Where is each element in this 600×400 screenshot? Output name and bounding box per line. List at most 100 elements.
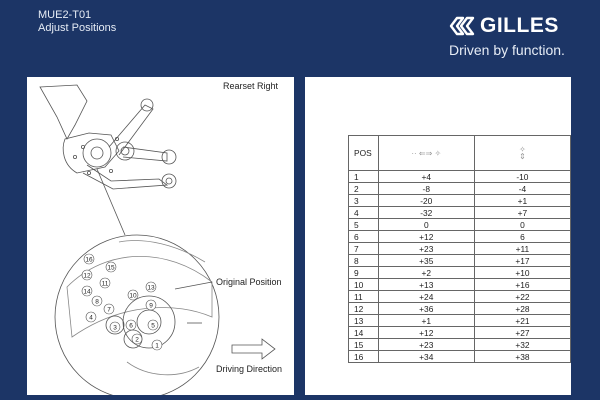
horizontal-cell: +23 (377, 338, 475, 351)
gilles-chevron-logo-icon (449, 16, 475, 36)
horizontal-cell: -20 (377, 194, 475, 207)
table-row: 11+24+22 (348, 290, 572, 303)
table-row: 1+4-10 (348, 170, 572, 183)
pos-cell: 4 (348, 206, 379, 219)
table-row: 4-32+7 (348, 206, 572, 219)
position-number: 14 (83, 289, 91, 296)
table-row: 9+2+10 (348, 266, 572, 279)
table-row: 15+23+32 (348, 338, 572, 351)
table-row: 13+1+21 (348, 314, 572, 327)
position-number: 10 (129, 293, 137, 300)
pos-cell: 5 (348, 218, 379, 231)
vertical-cell: +32 (473, 338, 572, 351)
table-row: 12+36+28 (348, 302, 572, 315)
header-text: MUE2-T01 Adjust Positions (38, 9, 116, 35)
position-number: 6 (129, 323, 133, 330)
position-number: 11 (102, 281, 109, 288)
horizontal-cell: -32 (377, 206, 475, 219)
table-row: 16+34+38 (348, 350, 572, 363)
vertical-header: ✧⇕ (473, 135, 572, 171)
vertical-cell: +28 (473, 302, 572, 315)
horizontal-cell: +13 (377, 278, 475, 291)
position-number: 1 (155, 343, 159, 350)
position-number: 8 (95, 299, 99, 306)
table-header-row: POS ·· ⇐⇒ ✧ ✧⇕ (348, 135, 572, 171)
horizontal-header: ·· ⇐⇒ ✧ (377, 135, 475, 171)
position-number: 12 (83, 273, 91, 280)
vertical-cell: +11 (473, 242, 572, 255)
pos-cell: 6 (348, 230, 379, 243)
pos-cell: 12 (348, 302, 379, 315)
position-number: 5 (151, 323, 155, 330)
pos-cell: 13 (348, 314, 379, 327)
horizontal-cell: +12 (377, 230, 475, 243)
position-number: 16 (85, 257, 93, 264)
pos-cell: 2 (348, 182, 379, 195)
vertical-cell: -10 (473, 170, 572, 183)
horizontal-cell: +36 (377, 302, 475, 315)
horizontal-cell: 0 (377, 218, 475, 231)
horizontal-cell: +35 (377, 254, 475, 267)
original-position-label: Original Position (216, 277, 282, 287)
rearset-drawing: 16 15 12 11 14 8 7 4 3 13 10 9 6 5 2 1 (39, 84, 276, 395)
position-number: 2 (135, 337, 139, 344)
vertical-cell: +38 (473, 350, 572, 363)
position-number: 3 (113, 325, 117, 332)
vertical-cell: -4 (473, 182, 572, 195)
horizontal-cell: +2 (377, 266, 475, 279)
pos-cell: 11 (348, 290, 379, 303)
part-code: MUE2-T01 (38, 9, 92, 21)
pos-cell: 14 (348, 326, 379, 339)
diagram-panel: Rearset Right (27, 77, 294, 395)
vertical-cell: +16 (473, 278, 572, 291)
horizontal-cell: +1 (377, 314, 475, 327)
position-number: 4 (89, 315, 93, 322)
position-number: 13 (147, 285, 155, 292)
position-number: 15 (107, 265, 115, 272)
brand-tagline: Driven by function. (449, 42, 565, 58)
vertical-arrows-icon: ✧⇕ (519, 144, 526, 161)
table-row: 7+23+11 (348, 242, 572, 255)
pos-cell: 10 (348, 278, 379, 291)
horizontal-cell: +4 (377, 170, 475, 183)
horizontal-cell: +12 (377, 326, 475, 339)
table-row: 14+12+27 (348, 326, 572, 339)
vertical-cell: 6 (473, 230, 572, 243)
vertical-cell: +21 (473, 314, 572, 327)
position-number: 9 (149, 303, 153, 310)
vertical-cell: +27 (473, 326, 572, 339)
table-row: 10+13+16 (348, 278, 572, 291)
diagram-title: Rearset Right (223, 81, 279, 91)
brand-name: GILLES (480, 14, 559, 37)
position-number: 7 (107, 307, 111, 314)
table-row: 3-20+1 (348, 194, 572, 207)
pos-cell: 8 (348, 254, 379, 267)
horizontal-cell: +24 (377, 290, 475, 303)
pos-cell: 16 (348, 350, 379, 363)
vertical-cell: +17 (473, 254, 572, 267)
pos-cell: 15 (348, 338, 379, 351)
table-row: 2-8-4 (348, 182, 572, 195)
vertical-cell: +7 (473, 206, 572, 219)
vertical-cell: +10 (473, 266, 572, 279)
table-row: 8+35+17 (348, 254, 572, 267)
horizontal-arrows-icon: ·· ⇐⇒ ✧ (411, 148, 442, 158)
page-subtitle: Adjust Positions (38, 22, 117, 34)
horizontal-cell: +34 (377, 350, 475, 363)
horizontal-cell: -8 (377, 182, 475, 195)
pos-cell: 1 (348, 170, 379, 183)
pos-header: POS (348, 135, 379, 171)
horizontal-cell: +23 (377, 242, 475, 255)
brand-logo: GILLES (449, 14, 559, 38)
vertical-cell: +22 (473, 290, 572, 303)
driving-direction-label: Driving Direction (216, 364, 283, 374)
pos-cell: 7 (348, 242, 379, 255)
vertical-cell: 0 (473, 218, 572, 231)
pos-cell: 9 (348, 266, 379, 279)
pos-cell: 3 (348, 194, 379, 207)
vertical-cell: +1 (473, 194, 572, 207)
